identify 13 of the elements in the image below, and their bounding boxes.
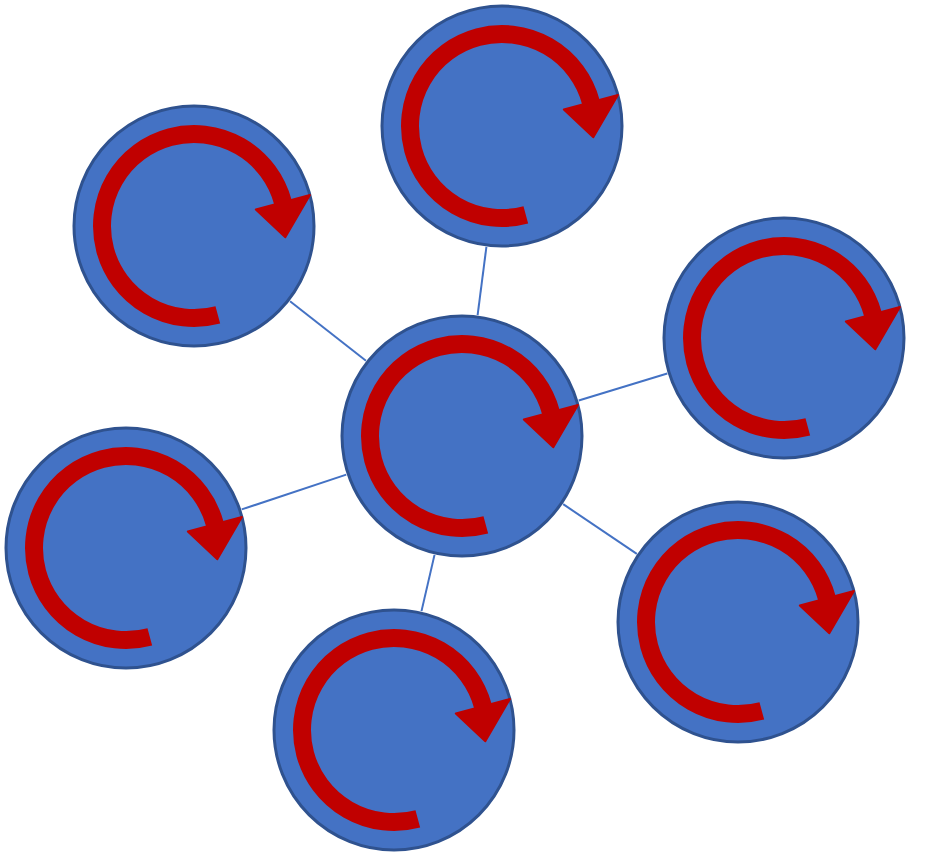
connector-line <box>289 300 367 362</box>
connector-line <box>577 372 669 402</box>
circle-node <box>4 426 248 670</box>
connector-line <box>476 246 488 316</box>
circle-node <box>72 104 316 348</box>
circle-node <box>380 4 624 248</box>
circle-node <box>340 314 584 558</box>
connector-line <box>420 553 436 613</box>
circle-node <box>616 500 860 744</box>
circle-node <box>662 216 906 460</box>
circle-node <box>272 608 516 852</box>
connector-line <box>240 473 348 511</box>
connector-line <box>562 503 638 555</box>
